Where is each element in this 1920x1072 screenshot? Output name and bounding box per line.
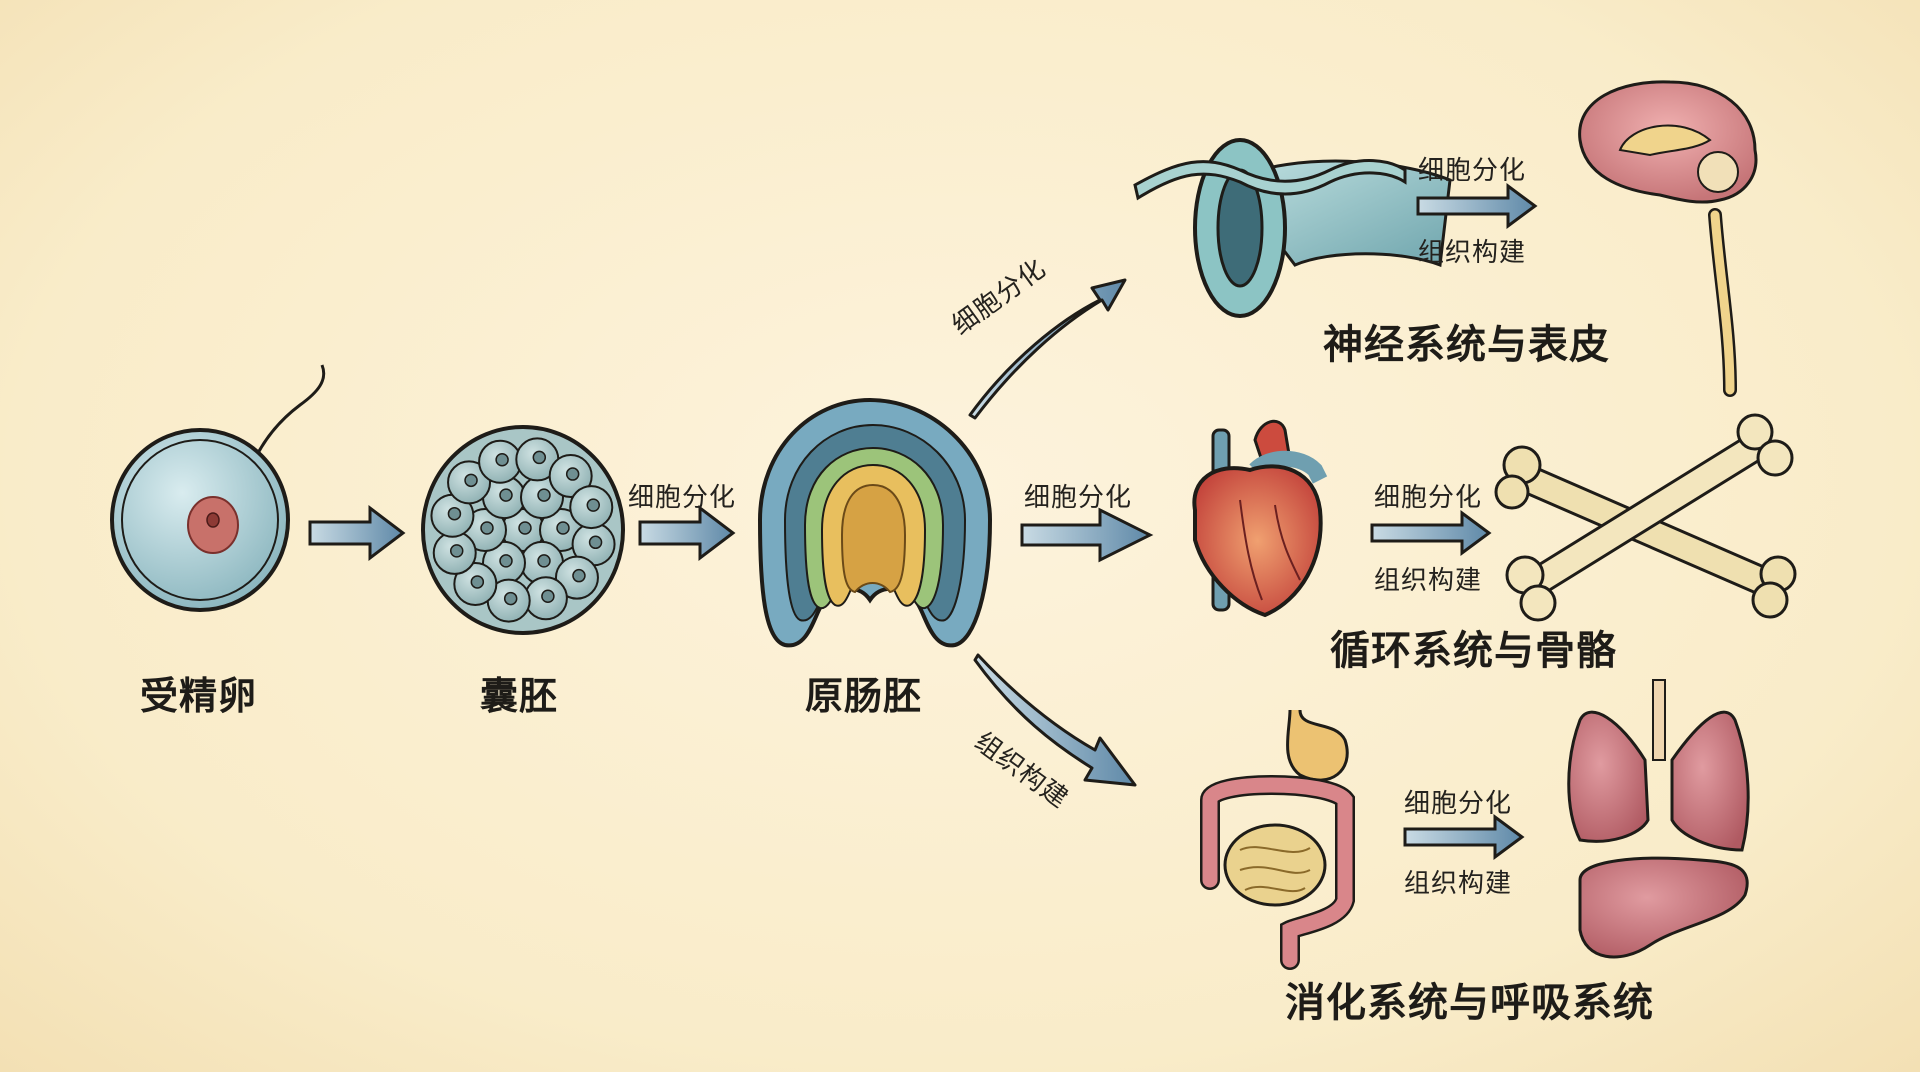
cell-nucleus xyxy=(541,589,555,604)
cell-nucleus xyxy=(503,591,518,606)
arrow-label-dig-bottom: 组织构建 xyxy=(1404,869,1513,899)
cell-nucleus xyxy=(565,467,580,481)
arrow-label-neural-top: 细胞分化 xyxy=(1418,156,1527,186)
arrow-digestive-to-respiratory xyxy=(1403,814,1525,860)
arrow-gastrula-to-neural xyxy=(968,278,1127,420)
cell-nucleus xyxy=(572,568,586,583)
cell-nucleus xyxy=(480,521,494,535)
cell-nucleus xyxy=(499,554,513,568)
cell-nucleus xyxy=(449,544,464,558)
arrow-label-cell-diff-mid: 细胞分化 xyxy=(1024,483,1133,513)
arrow-neural-to-brain xyxy=(1416,183,1538,229)
cell-nucleus xyxy=(556,521,570,535)
cell-nucleus xyxy=(470,575,485,589)
arrow-label-circ-bottom: 组织构建 xyxy=(1374,566,1483,596)
cell-nucleus xyxy=(537,554,551,568)
bone-illustration xyxy=(1494,413,1797,622)
arrow-gastrula-to-digestive xyxy=(973,653,1137,787)
digestive-illustration xyxy=(1200,709,1355,970)
cell-nucleus xyxy=(586,498,601,512)
cell-nucleus xyxy=(532,450,547,465)
blastocyst-illustration xyxy=(421,425,625,635)
lungs-illustration xyxy=(1567,679,1750,852)
heart-illustration xyxy=(1192,419,1328,618)
cell-nucleus xyxy=(464,473,478,488)
arrow-heart-to-bone xyxy=(1370,510,1492,556)
cell-nucleus xyxy=(518,521,532,535)
stage-label-zygote: 受精卵 xyxy=(140,674,258,718)
system-label-digestive: 消化系统与呼吸系统 xyxy=(1285,980,1654,1026)
cell-nucleus xyxy=(537,488,551,502)
arrow-label-circ-top: 细胞分化 xyxy=(1374,483,1483,513)
cell-nucleus xyxy=(499,488,513,502)
system-label-neural: 神经系统与表皮 xyxy=(1323,322,1610,368)
stage-label-gastrula: 原肠胚 xyxy=(805,674,923,718)
cell-nucleus xyxy=(588,535,603,550)
zygote-illustration xyxy=(110,364,326,612)
arrow-label-dig-top: 细胞分化 xyxy=(1404,789,1513,819)
neural-tube-illustration xyxy=(1133,138,1452,318)
arrow-label-cell-diff-1: 细胞分化 xyxy=(628,483,737,513)
stage-label-blastocyst: 囊胚 xyxy=(480,674,559,718)
liver-illustration xyxy=(1578,856,1749,959)
arrow-label-neural-bottom: 组织构建 xyxy=(1418,238,1527,268)
arrow-blastocyst-to-gastrula xyxy=(638,504,736,562)
brain-illustration xyxy=(1578,80,1758,397)
arrow-zygote-to-blastocyst xyxy=(308,504,406,562)
cell-nucleus xyxy=(447,506,462,521)
gastrula-illustration xyxy=(757,397,993,648)
system-label-circulatory: 循环系统与骨骼 xyxy=(1330,628,1617,674)
cell-nucleus xyxy=(495,452,509,467)
arrow-gastrula-to-heart xyxy=(1020,507,1154,563)
